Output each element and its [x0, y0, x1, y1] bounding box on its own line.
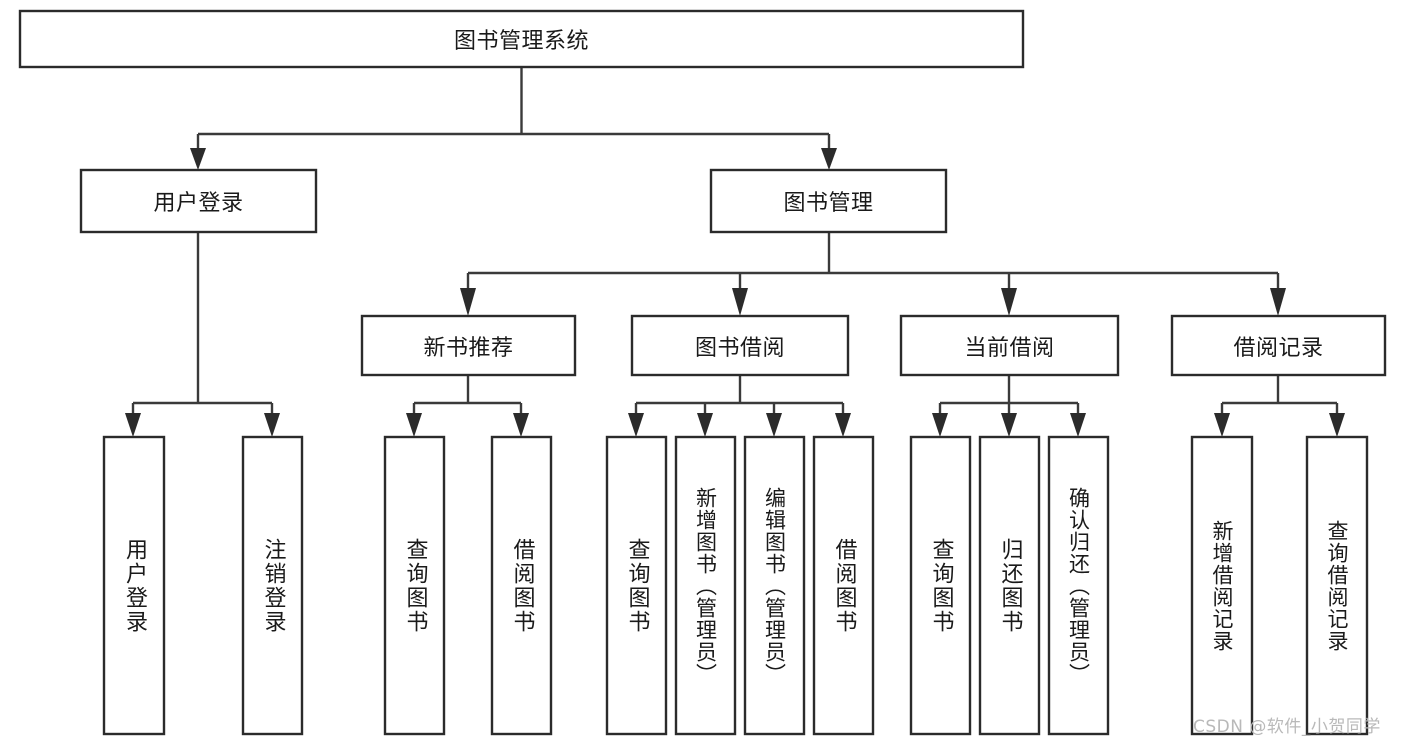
arrow-head-nb-leaf2: [513, 413, 529, 437]
arrow-head-leaf-user-login: [125, 413, 141, 437]
node-box-leaf-cb-query-book[interactable]: [909, 435, 972, 736]
node-box-leaf-bb-add-book[interactable]: [674, 435, 737, 736]
node-box-new-book-recommend[interactable]: [360, 314, 577, 377]
arrow-head-bb-leaf3: [766, 413, 782, 437]
arrow-head-bb-leaf2: [697, 413, 713, 437]
arrow-head-newbook: [460, 288, 476, 316]
arrow-head-bb-leaf1: [628, 413, 644, 437]
connector-group-root: [190, 67, 837, 170]
node-box-root[interactable]: [18, 9, 1025, 69]
csdn-watermark: CSDN @软件_小贺同学: [1193, 717, 1381, 737]
arrow-head-currentborrow: [1001, 288, 1017, 316]
node-box-current-borrow[interactable]: [899, 314, 1120, 377]
connector-group-currentborrow: [932, 375, 1086, 437]
arrow-head-bookmgmt: [821, 148, 837, 170]
node-box-leaf-nb-borrow-book[interactable]: [490, 435, 553, 736]
connector-group-bookborrow: [628, 375, 851, 437]
node-box-leaf-br-query-record[interactable]: [1305, 435, 1369, 736]
connector-group-borrowrecord: [1214, 375, 1345, 437]
arrow-head-nb-leaf1: [406, 413, 422, 437]
node-box-leaf-user-login[interactable]: [102, 435, 166, 736]
arrow-head-cb-leaf1: [932, 413, 948, 437]
node-box-book-borrow[interactable]: [630, 314, 850, 377]
node-box-leaf-br-add-record[interactable]: [1190, 435, 1254, 736]
node-box-leaf-logout[interactable]: [241, 435, 304, 736]
arrow-head-bb-leaf4: [835, 413, 851, 437]
arrow-head-cb-leaf2: [1001, 413, 1017, 437]
node-box-leaf-cb-confirm-return[interactable]: [1047, 435, 1110, 736]
node-box-borrow-record[interactable]: [1170, 314, 1387, 377]
connector-group-userlogin: [125, 232, 280, 437]
arrow-head-leaf-logout: [264, 413, 280, 437]
node-box-leaf-nb-query-book[interactable]: [383, 435, 446, 736]
arrow-head-borrowrecord: [1270, 288, 1286, 316]
arrow-head-br-leaf2: [1329, 413, 1345, 437]
arrow-head-br-leaf1: [1214, 413, 1230, 437]
connector-group-bookmgmt: [460, 232, 1286, 316]
node-box-leaf-bb-query-book[interactable]: [605, 435, 668, 736]
node-box-book-management[interactable]: [709, 168, 948, 234]
connector-group-newbook: [406, 375, 529, 437]
arrow-head-userlogin: [190, 148, 206, 170]
node-box-user-login[interactable]: [79, 168, 318, 234]
node-box-leaf-cb-return-book[interactable]: [978, 435, 1041, 736]
arrow-head-cb-leaf3: [1070, 413, 1086, 437]
node-box-leaf-bb-edit-book[interactable]: [743, 435, 806, 736]
node-box-leaf-bb-borrow-book[interactable]: [812, 435, 875, 736]
arrow-head-bookborrow: [732, 288, 748, 316]
